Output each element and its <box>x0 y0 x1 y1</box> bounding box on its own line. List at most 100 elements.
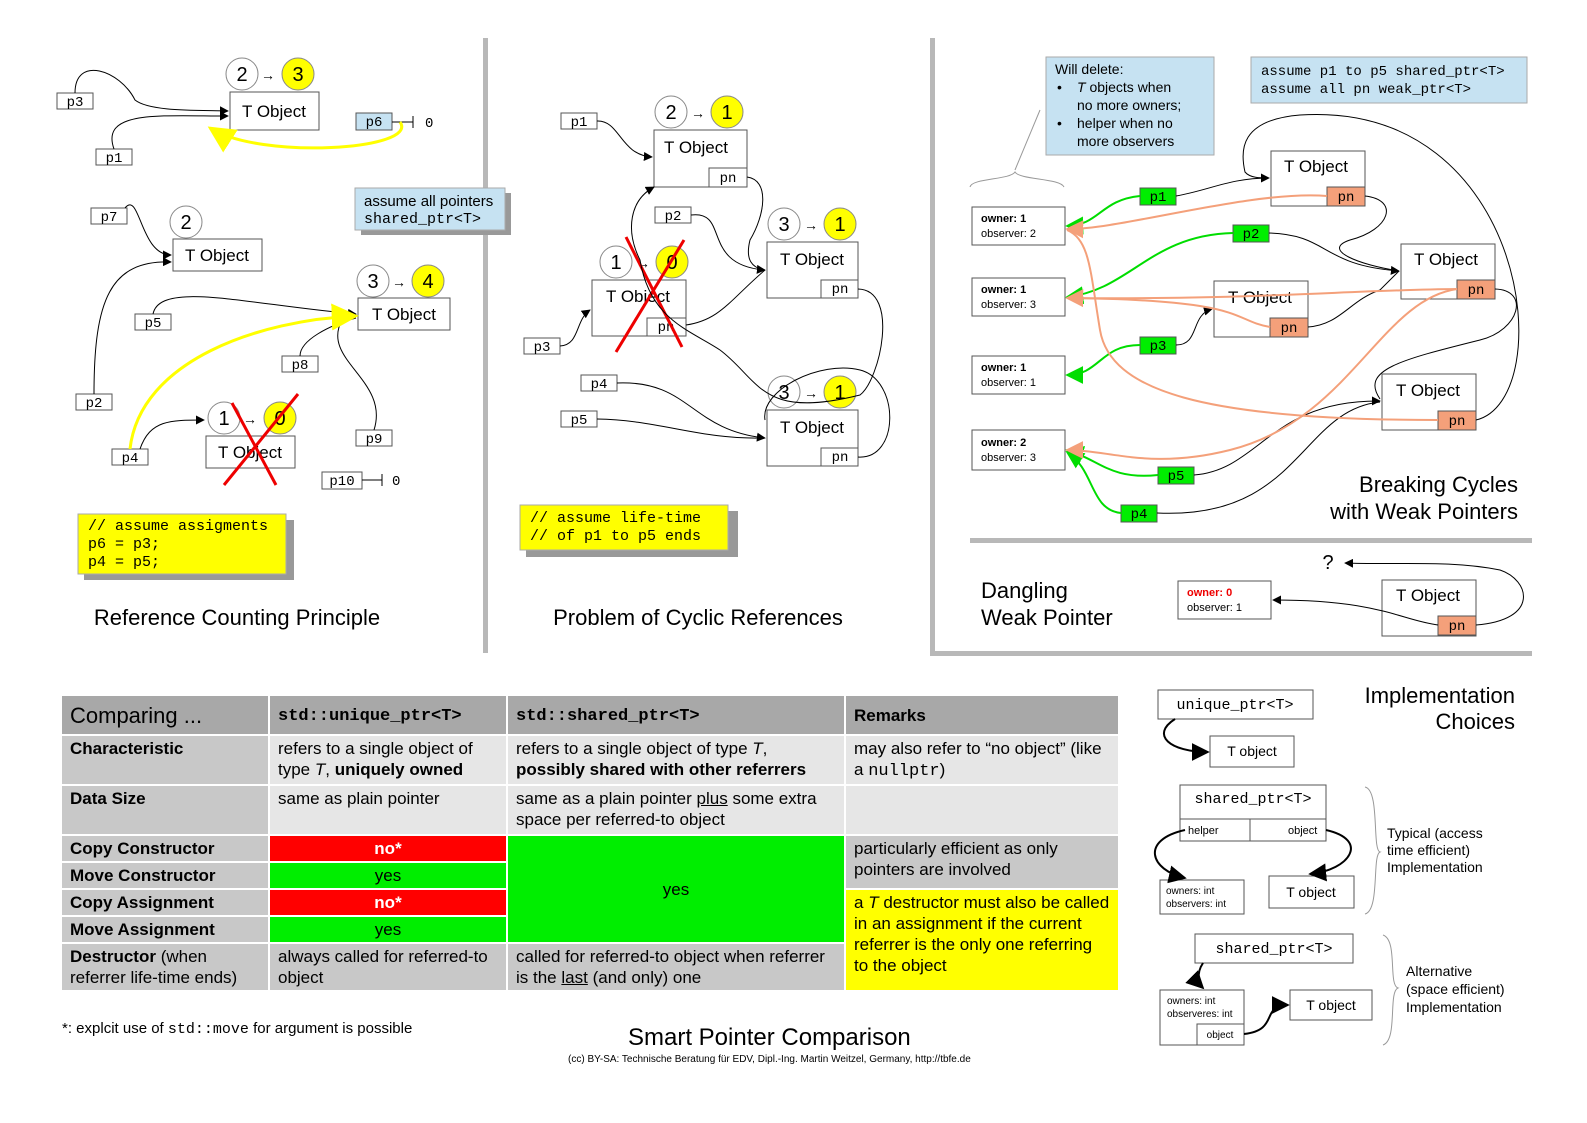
svg-text:p10: p10 <box>329 474 354 490</box>
count-from: 2 <box>236 64 247 86</box>
svg-text:owner: 2: owner: 2 <box>981 437 1026 449</box>
svg-text:shared_ptr<T>: shared_ptr<T> <box>1194 791 1311 808</box>
svg-text:p3: p3 <box>534 340 551 356</box>
svg-text:3: 3 <box>778 214 789 236</box>
shared-p1: p1 <box>1139 187 1177 206</box>
object-3: 3 → 4 T Object <box>356 264 451 331</box>
svg-text:p4: p4 <box>591 377 608 393</box>
svg-text:owners: int: owners: int <box>1167 996 1216 1007</box>
svg-text:owners: int: owners: int <box>1166 886 1215 897</box>
svg-text:p1: p1 <box>1150 190 1167 206</box>
svg-text:p3: p3 <box>1150 339 1167 355</box>
pointer-p1: p1 <box>95 148 133 167</box>
table-row: Copy Constructor no* yes particularly ef… <box>62 836 1118 944</box>
pointer-p4: p4 <box>111 448 149 467</box>
count-to: 4 <box>422 271 433 293</box>
svg-text:// assume life-time: // assume life-time <box>530 510 701 527</box>
svg-text:observer: 3: observer: 3 <box>981 299 1036 311</box>
svg-text:Alternative: Alternative <box>1406 963 1472 979</box>
svg-text:p7: p7 <box>101 210 118 226</box>
svg-text:p8: p8 <box>292 358 309 374</box>
svg-text:observer: 2: observer: 2 <box>981 228 1036 240</box>
table-row: Destructor (when referrer life-time ends… <box>62 944 1118 992</box>
svg-text:more observers: more observers <box>1077 133 1174 149</box>
pointer-p5: p5 <box>134 313 172 332</box>
svg-text:no more owners;: no more owners; <box>1077 97 1181 113</box>
helper-4: owner: 2 observer: 3 <box>971 429 1066 471</box>
svg-text:T Object: T Object <box>780 250 844 269</box>
count-to: 3 <box>292 64 303 86</box>
pointer-p2: p2 <box>75 393 113 412</box>
svg-text:0: 0 <box>392 474 400 490</box>
count-from: 3 <box>367 271 378 293</box>
svg-text:p4: p4 <box>1131 507 1148 523</box>
panel-title: Reference Counting Principle <box>94 605 380 630</box>
count: 2 <box>180 212 191 234</box>
svg-text:T Object: T Object <box>664 138 728 157</box>
count-to: 0 <box>274 408 285 430</box>
object-1: 2 → 3 T Object <box>225 57 320 131</box>
note-text: assume all pointers <box>364 193 493 210</box>
svg-text:pn: pn <box>832 282 849 298</box>
svg-text:(space efficient): (space efficient) <box>1406 981 1505 997</box>
svg-text:observer: 3: observer: 3 <box>981 452 1036 464</box>
svg-text:p5: p5 <box>571 413 588 429</box>
svg-text:T Object: T Object <box>1414 250 1478 269</box>
svg-text:p1: p1 <box>106 151 123 167</box>
svg-text:pn: pn <box>1281 321 1298 337</box>
svg-text:pn: pn <box>1449 619 1466 635</box>
svg-text:Weak Pointer: Weak Pointer <box>981 605 1113 630</box>
svg-text:→: → <box>243 411 257 427</box>
pointer-p10: p10 <box>321 471 363 490</box>
svg-text:p5: p5 <box>1168 469 1185 485</box>
svg-text:0: 0 <box>666 252 677 274</box>
svg-text:→: → <box>691 105 705 121</box>
svg-text:p2: p2 <box>665 209 682 225</box>
svg-text:p2: p2 <box>1243 227 1260 243</box>
pointer-p3: p3 <box>56 92 94 111</box>
pointer-p6: p6 <box>355 112 393 131</box>
svg-text:→: → <box>804 385 818 401</box>
svg-text:// assume assigments: // assume assigments <box>88 518 268 535</box>
svg-text:Implementation: Implementation <box>1365 683 1515 708</box>
svg-text:→: → <box>804 217 818 233</box>
panel-weak-pointers: Will delete: • T objects when no more ow… <box>969 56 1528 524</box>
pointer-p7: p7 <box>90 207 128 226</box>
svg-text:object: object <box>1288 825 1317 837</box>
svg-text:p5: p5 <box>145 316 162 332</box>
shared-p3: p3 <box>1139 336 1177 355</box>
svg-text:helper when no: helper when no <box>1077 115 1173 131</box>
svg-text:3: 3 <box>778 382 789 404</box>
object-label: T Object <box>242 102 306 121</box>
svg-text:object: object <box>1207 1030 1234 1041</box>
implementation-choices: Implementation Choices unique_ptr<T> T o… <box>1153 683 1515 1046</box>
svg-text:p4: p4 <box>122 451 139 467</box>
svg-text:p9: p9 <box>366 432 383 448</box>
svg-text:Choices: Choices <box>1436 709 1515 734</box>
svg-text:T object: T object <box>1286 884 1336 900</box>
svg-text:shared_ptr<T>: shared_ptr<T> <box>1215 941 1332 958</box>
svg-text:T Object: T Object <box>780 418 844 437</box>
svg-text:time efficient): time efficient) <box>1387 842 1470 858</box>
object-label: T Object <box>185 246 249 265</box>
svg-text:1: 1 <box>721 102 732 124</box>
header-comparing: Comparing ... <box>62 696 268 736</box>
svg-text:→: → <box>261 67 275 83</box>
svg-text:observeres: int: observeres: int <box>1167 1009 1233 1020</box>
svg-text:T objects when: T objects when <box>1077 79 1171 95</box>
svg-text:Will delete:: Will delete: <box>1055 61 1123 77</box>
svg-text:T Object: T Object <box>1396 586 1460 605</box>
svg-text:p3: p3 <box>67 95 84 111</box>
svg-text:?: ? <box>1322 552 1333 574</box>
svg-text:// of p1 to p5 ends: // of p1 to p5 ends <box>530 528 701 545</box>
pointer-p8: p8 <box>281 355 319 374</box>
table-header: Comparing ... std::unique_ptr<T> std::sh… <box>62 696 1118 736</box>
svg-text:1: 1 <box>834 214 845 236</box>
svg-text:Breaking Cycles: Breaking Cycles <box>1359 472 1518 497</box>
svg-text:T Object: T Object <box>1284 157 1348 176</box>
separator-3 <box>930 651 1532 656</box>
